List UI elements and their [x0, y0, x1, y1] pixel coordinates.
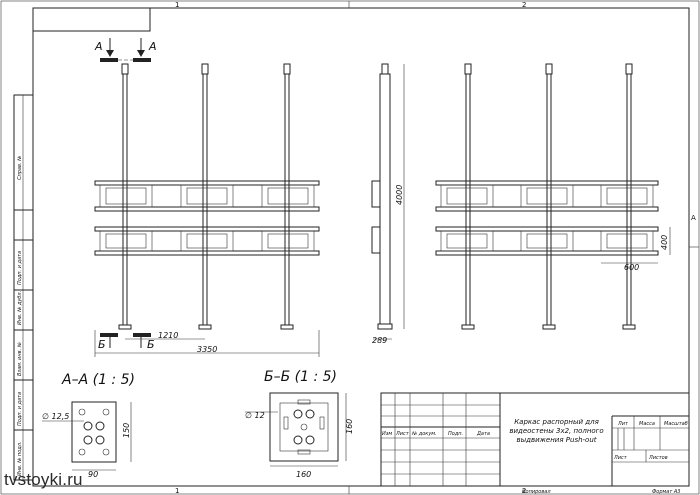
drawing-title: Каркас распорный для видеостены 3х2, пол…	[509, 418, 604, 444]
title-block: Изм Лист № докум. Подп. Дата Каркас расп…	[380, 392, 690, 495]
col-doc: № докум.	[411, 431, 437, 437]
detail-a-hole: ∅ 12,5	[42, 412, 69, 421]
dim-frame-width: 600	[624, 263, 639, 272]
col-date: Дата	[476, 431, 490, 437]
stamp-inv-vzam: Взам. инв. №	[17, 342, 23, 376]
rear-pole-2	[542, 63, 556, 330]
col-sign: Подп.	[448, 431, 463, 437]
detail-a-title: А–А (1 : 5)	[61, 372, 135, 388]
zone-bottom-2: 2	[522, 487, 526, 495]
rear-pole-1	[461, 63, 475, 330]
dim-depth: 289	[372, 336, 387, 345]
col-list: Лист	[395, 431, 410, 437]
detail-b-width: 160	[296, 470, 311, 479]
detail-a: А–А (1 : 5) ∅ 12,5 150 90	[42, 372, 135, 479]
dim-frame-height: 400	[660, 235, 669, 250]
detail-b-plate	[269, 392, 339, 462]
rear-view: 400 600	[435, 63, 671, 330]
detail-a-height: 150	[122, 423, 131, 438]
section-a-right: A	[148, 40, 157, 53]
lbl-format: Формат А3	[652, 489, 680, 495]
front-pole-2	[198, 63, 212, 330]
front-pole-1	[118, 63, 132, 330]
site-watermark: tvstoyki.ru	[4, 470, 83, 489]
detail-b-hole: ∅ 12	[245, 411, 265, 420]
side-view: 4000 289	[371, 63, 405, 345]
detail-b: Б–Б (1 : 5) ∅ 12 160 160	[245, 369, 354, 479]
side-stamp	[13, 94, 34, 481]
section-a-left: A	[94, 40, 103, 53]
front-pole-3	[280, 63, 294, 330]
stamp-inv-podl: Инв. № подл.	[17, 442, 23, 477]
lbl-copied: Копировал	[522, 489, 551, 495]
dim-pitch: 1210	[158, 331, 178, 340]
stamp-sign-date-2: Подп. и дата	[17, 392, 23, 426]
lbl-sheet: Лист	[613, 455, 628, 461]
stamp-ref-no: Справ. №	[17, 156, 23, 180]
rear-pole-3	[622, 63, 636, 330]
detail-a-width: 90	[88, 470, 98, 479]
lbl-lit: Лит	[617, 421, 629, 427]
detail-b-height: 160	[345, 419, 354, 434]
reference-box	[33, 7, 151, 32]
detail-b-title: Б–Б (1 : 5)	[264, 369, 337, 385]
col-izm: Изм	[382, 431, 392, 437]
zone-right-a: A	[691, 214, 696, 222]
detail-a-plate	[71, 401, 117, 463]
stamp-sign-date-1: Подп. и дата	[17, 251, 23, 285]
dim-width: 3350	[197, 345, 217, 354]
zone-top-1: 1	[175, 1, 179, 9]
zone-top-2: 2	[522, 1, 526, 9]
zone-bottom-1: 1	[175, 487, 179, 495]
drawing-title-box: Каркас распорный для видеостены 3х2, пол…	[509, 418, 604, 444]
lbl-mass: Масса	[639, 421, 655, 427]
drawing-frame	[32, 7, 690, 487]
section-b-right: Б	[147, 338, 155, 351]
stamp-dubl-no: Инв. № дубл.	[17, 291, 23, 325]
lbl-scale: Масштаб	[664, 421, 688, 427]
lbl-sheets: Листов	[648, 455, 668, 461]
section-b-left: Б	[98, 338, 106, 351]
front-view: A A	[94, 38, 320, 357]
dim-height: 4000	[395, 185, 404, 205]
